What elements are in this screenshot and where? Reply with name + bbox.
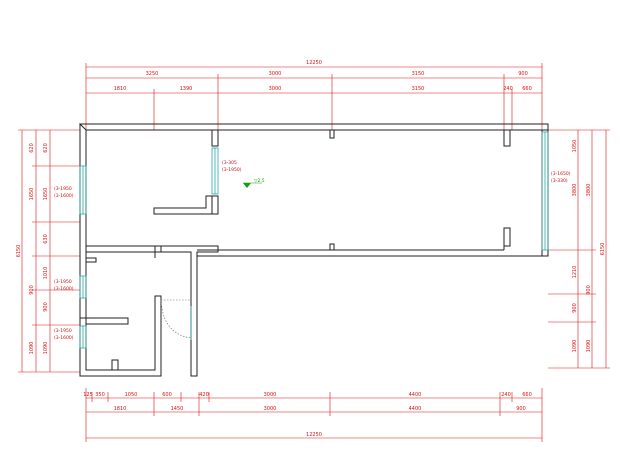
right-row1-dim-1: 3800: [586, 184, 592, 197]
partition-lower: [153, 195, 213, 215]
left-dim-3: 630: [43, 234, 49, 244]
top-row2-dim-4: 3150: [412, 86, 425, 92]
top-total-dim: 12250: [306, 60, 322, 66]
windows: [79, 131, 549, 349]
window-left-middle-label-2: (3-1600): [54, 286, 74, 292]
right-row1-dim-2: 900: [586, 285, 592, 295]
top-outer-wall: [78, 123, 549, 131]
bottom-row2-dim-8: 240: [501, 392, 511, 398]
bottom-row2-dim-9: 660: [522, 392, 532, 398]
partition-top-stub: [211, 130, 219, 147]
left-row1-dim-3: 900: [29, 285, 35, 295]
top-row1-dim-3: 3150: [412, 71, 425, 77]
elevation-triangle-icon: [243, 183, 251, 188]
top-row2-dim-6: 660: [522, 86, 532, 92]
top-row1-dim-1: 3250: [146, 71, 159, 77]
bottom-row2-dim-6: 3000: [264, 392, 277, 398]
window-right-label-2: (3-330): [551, 178, 568, 184]
elevation-marker: ▽2.5: [243, 178, 265, 188]
top-row2-dim-2: 1390: [180, 86, 193, 92]
top-dimension-chain: 12250 3250 3000 3150 900 1810 1390 3000 …: [85, 60, 543, 130]
partition-mid-base: [329, 243, 335, 251]
bottom-row1-dim-3: 3000: [264, 406, 277, 412]
window-labels: (3-1950 (3-1600) (3-1950 (3-1600) (3-195…: [54, 160, 571, 341]
bottom-row1-dim-1: 1810: [114, 406, 127, 412]
right-row1-dim-3: 1090: [586, 340, 592, 353]
wall-pillar-1: [154, 245, 162, 253]
bottom-row2-dim-4: 600: [162, 392, 172, 398]
window-center-label-1: (3-305: [222, 160, 237, 166]
bottom-row2-dim-1: 125: [83, 392, 93, 398]
left-dim-6: 1090: [43, 342, 49, 355]
left-outer-wall: [79, 124, 162, 377]
window-left-upper-label-2: (3-1600): [54, 193, 74, 199]
partition-pillar: [212, 195, 219, 215]
bottom-total-dim: 12250: [306, 432, 322, 438]
lower-left-stub: [86, 257, 97, 263]
main-lower-wall: [197, 249, 548, 257]
window-left-lower-label-2: (3-1600): [54, 335, 74, 341]
left-dim-4: 1010: [43, 267, 49, 280]
bottom-dimension-chain: 125 350 1050 600 420 3000 4400 240 660 1…: [83, 388, 543, 442]
elevation-label: ▽2.5: [254, 178, 265, 184]
top-row2-dim-1: 1810: [114, 86, 127, 92]
bottom-row1-dim-2: 1450: [171, 406, 184, 412]
bottom-row1-dim-4: 4400: [409, 406, 422, 412]
bottom-row1-dim-5: 900: [516, 406, 526, 412]
left-total-dim: 6150: [16, 245, 22, 258]
left-dim-1: 620: [43, 143, 49, 153]
bottom-row2-dim-3: 1050: [125, 392, 138, 398]
window-center-label-2: (3-1950): [222, 167, 242, 173]
window-left-middle-label-1: (3-1950: [54, 279, 72, 285]
left-row1-dim-2: 1650: [29, 188, 35, 201]
right-dimension-chain: 1050 3800 1210 900 1090 3800 900 1090 61…: [548, 129, 610, 369]
left-dimension-chain: 6150 620 1650 630 1010 900 1090 620 1650…: [16, 129, 80, 373]
bottom-row2-dim-7: 4400: [409, 392, 422, 398]
right-inner-base: [503, 227, 511, 247]
corridor-wall: [161, 245, 219, 377]
lower-pillar: [111, 359, 119, 371]
door-swing-arc: [160, 299, 192, 339]
walls: [78, 123, 549, 377]
window-left-upper-label-1: (3-1950: [54, 186, 72, 192]
right-dim-4: 900: [572, 303, 578, 313]
left-row1-dim-1: 620: [29, 143, 35, 153]
right-inner-stub: [503, 130, 511, 147]
left-dim-5: 900: [43, 302, 49, 312]
right-dim-1: 1050: [572, 140, 578, 153]
partition-mid-stub: [329, 130, 335, 139]
left-dim-2: 1650: [43, 188, 49, 201]
top-row2-dim-5: 240: [503, 86, 513, 92]
top-row1-dim-2: 3000: [269, 71, 282, 77]
window-left-lower-label-1: (3-1950: [54, 328, 72, 334]
top-row1-dim-4: 900: [518, 71, 528, 77]
left-row1-dim-4: 1090: [29, 342, 35, 355]
right-total-dim: 6150: [600, 243, 606, 256]
right-dim-3: 1210: [572, 266, 578, 279]
bottom-row2-dim-5: 420: [199, 392, 209, 398]
left-lower-wall: [86, 245, 155, 253]
right-dim-2: 3800: [572, 184, 578, 197]
bottom-row2-dim-2: 350: [95, 392, 105, 398]
lower-partition: [80, 317, 129, 325]
top-row2-dim-3: 3000: [269, 86, 282, 92]
right-dim-5: 1090: [572, 340, 578, 353]
window-right-label-1: (3-1650): [551, 171, 571, 177]
